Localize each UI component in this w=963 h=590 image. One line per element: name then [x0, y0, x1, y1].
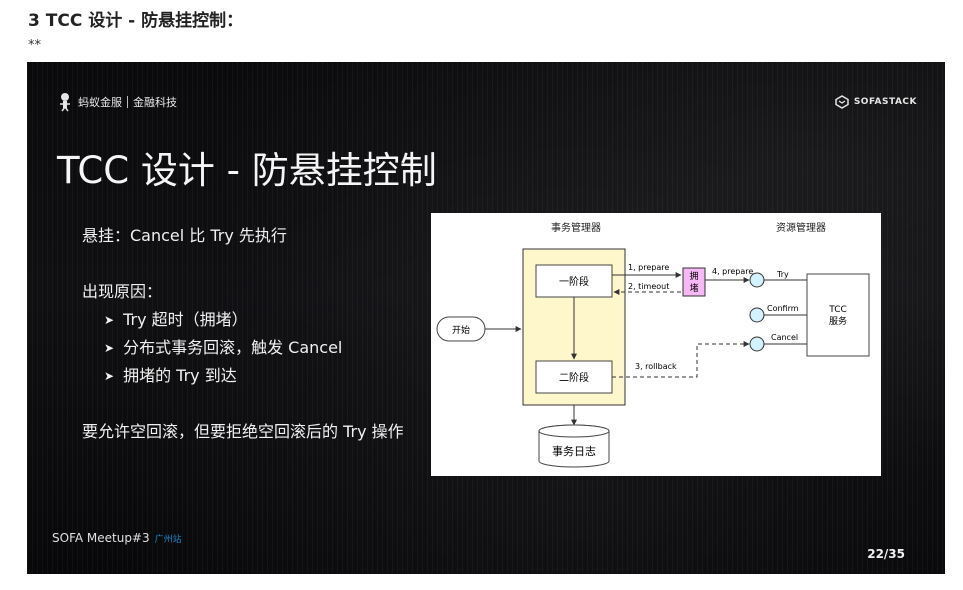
- brand-sub: 金融科技: [133, 96, 177, 109]
- footer-event: SOFA Meetup#3: [52, 531, 150, 545]
- cause-text: 拥堵的 Try 到达: [123, 366, 237, 385]
- hang-definition: 悬挂：Cancel 比 Try 先执行: [82, 226, 287, 245]
- congestion-box: [682, 267, 706, 297]
- ant-mascot-icon: [60, 93, 70, 112]
- prepare1-label: 1, prepare: [628, 263, 669, 272]
- tcc-diagram: 事务管理器 资源管理器 一阶段 二阶段 开始 事务日志 1, prepare 2…: [431, 213, 881, 476]
- timeout-label: 2, timeout: [628, 282, 669, 291]
- slide-footer: SOFA Meetup#3 广州站: [52, 531, 182, 545]
- cancel-label: Cancel: [771, 333, 798, 342]
- res-manager-label: 资源管理器: [776, 221, 826, 234]
- start-label: 开始: [452, 324, 470, 336]
- congestion-label-1: 拥: [689, 270, 698, 282]
- tx-log-label: 事务日志: [552, 445, 596, 458]
- cause-text: Try 超时（拥堵）: [123, 310, 248, 329]
- congestion-label-2: 堵: [689, 282, 698, 294]
- brand-name: 蚂蚁金服: [78, 96, 122, 109]
- cause-item: ➤ 拥堵的 Try 到达: [82, 362, 404, 390]
- try-port: [749, 272, 765, 288]
- bullet-arrow-icon: ➤: [104, 313, 115, 327]
- slide-image: 蚂蚁金服 金融科技 SOFASTACK TCC 设计 - 防悬挂控制 悬挂：Ca…: [27, 62, 945, 574]
- confirm-port: [749, 307, 765, 323]
- cause-item: ➤ Try 超时（拥堵）: [82, 306, 404, 334]
- sofastack-logo: SOFASTACK: [835, 95, 917, 109]
- tcc-service-label-2: 服务: [829, 315, 847, 327]
- phase1-box: [535, 264, 613, 298]
- cause-heading: 出现原因：: [82, 282, 163, 301]
- bullet-arrow-icon: ➤: [104, 369, 115, 383]
- section-heading: 3 TCC 设计 - 防悬挂控制：: [28, 11, 244, 31]
- tcc-service-box: [806, 273, 870, 357]
- brand-logo: 蚂蚁金服 金融科技: [57, 92, 177, 112]
- phase2-label: 二阶段: [559, 371, 589, 384]
- footer-city: 广州站: [154, 535, 182, 545]
- slide-page-number: 22/35: [867, 547, 905, 561]
- sofastack-text: SOFASTACK: [853, 97, 917, 107]
- slide-bullets: 悬挂：Cancel 比 Try 先执行 出现原因： ➤ Try 超时（拥堵） ➤…: [82, 222, 404, 446]
- sofastack-logo-icon: [835, 95, 849, 109]
- cause-text: 分布式事务回滚，触发 Cancel: [123, 338, 343, 357]
- bullet-arrow-icon: ➤: [104, 341, 115, 355]
- try-label: Try: [776, 270, 789, 279]
- prepare4-label: 4, prepare: [712, 267, 753, 276]
- tx-manager-label: 事务管理器: [551, 221, 601, 234]
- cancel-port: [749, 336, 765, 352]
- markdown-stars: **: [28, 38, 41, 53]
- phase1-label: 一阶段: [559, 275, 589, 288]
- phase2-box: [535, 360, 613, 394]
- slide-title: TCC 设计 - 防悬挂控制: [57, 149, 437, 192]
- tcc-diagram-svg: 事务管理器 资源管理器 一阶段 二阶段 开始 事务日志 1, prepare 2…: [436, 221, 870, 468]
- tcc-service-label-1: TCC: [828, 305, 847, 315]
- rollback-label: 3, rollback: [635, 362, 677, 371]
- brand-divider: [127, 96, 128, 108]
- conclusion: 要允许空回滚，但要拒绝空回滚后的 Try 操作: [82, 422, 404, 441]
- cause-item: ➤ 分布式事务回滚，触发 Cancel: [82, 334, 404, 362]
- confirm-label: Confirm: [767, 304, 799, 313]
- rollback-arrow: [612, 341, 750, 378]
- tx-log-db-top: [538, 424, 610, 438]
